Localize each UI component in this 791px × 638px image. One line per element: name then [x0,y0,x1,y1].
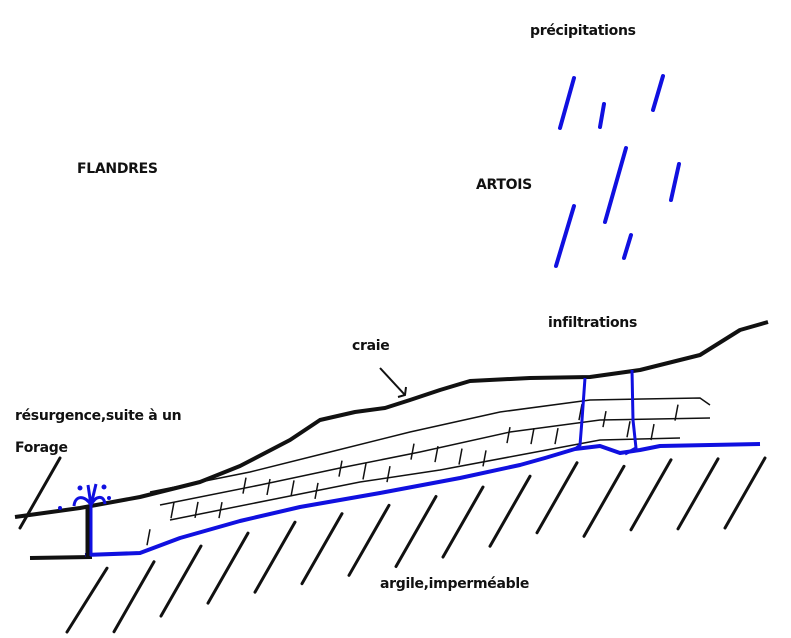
label-artois: ARTOIS [476,177,532,193]
label-craie: craie [352,338,390,354]
hatch-line [629,458,673,532]
chalk-crack [650,423,655,441]
infiltration-line-2 [624,369,638,456]
rain-drops [554,74,681,268]
label-forage: Forage [15,440,68,456]
chalk-crack [218,501,223,519]
label-flandres: FLANDRES [77,161,158,177]
chalk-crack [194,501,199,519]
hatch-line [18,456,62,530]
chalk-crack [434,445,439,463]
chalk-crack [410,443,415,460]
chalk-crack [482,450,487,467]
label-resurgence: résurgence,suite à un [15,408,182,424]
hatch-line [206,531,250,605]
label-infiltrations: infiltrations [548,315,638,331]
craie-arrowhead [397,386,407,398]
chalk-crack [266,478,271,496]
hatch-line [394,495,438,568]
chalk-crack [506,427,511,444]
chalk-crack [338,460,343,477]
infiltration-line-1 [574,377,587,451]
hatch-line [159,544,203,618]
hatch-line [582,464,626,538]
chalk-crack [458,448,463,465]
fountain-icon [58,483,111,556]
hatch-line [65,566,109,634]
chalk-layer-line [149,397,711,493]
hatch-line [723,456,767,530]
hatch-line [347,503,391,577]
hatch-line [112,560,156,634]
chalk-crack [386,465,391,483]
chalk-crack [170,502,175,519]
ground-surface [14,320,769,519]
chalk-crack [530,427,535,445]
hatch-line [300,512,344,586]
chalk-layers [146,397,711,546]
chalk-crack [242,477,247,494]
hatch-line [253,520,297,594]
chalk-crack [146,529,151,546]
hatch-line [535,461,579,535]
craie-arrow [379,367,406,396]
chalk-crack [602,410,607,428]
label-precipitations: précipitations [530,23,636,39]
clay-top-left [29,555,93,560]
chalk-layer-line [169,437,681,521]
chalk-crack [626,421,631,438]
chalk-crack [314,482,319,499]
hatch-line [441,485,485,559]
chalk-layer-line [159,417,711,506]
hatch-line [488,474,532,548]
clay-hatching [18,456,767,634]
chalk-crack [290,480,295,497]
chalk-crack [362,463,367,480]
chalk-crack [674,404,679,421]
chalk-crack [554,427,559,445]
label-argile: argile,imperméable [380,576,530,592]
hatch-line [676,457,720,531]
